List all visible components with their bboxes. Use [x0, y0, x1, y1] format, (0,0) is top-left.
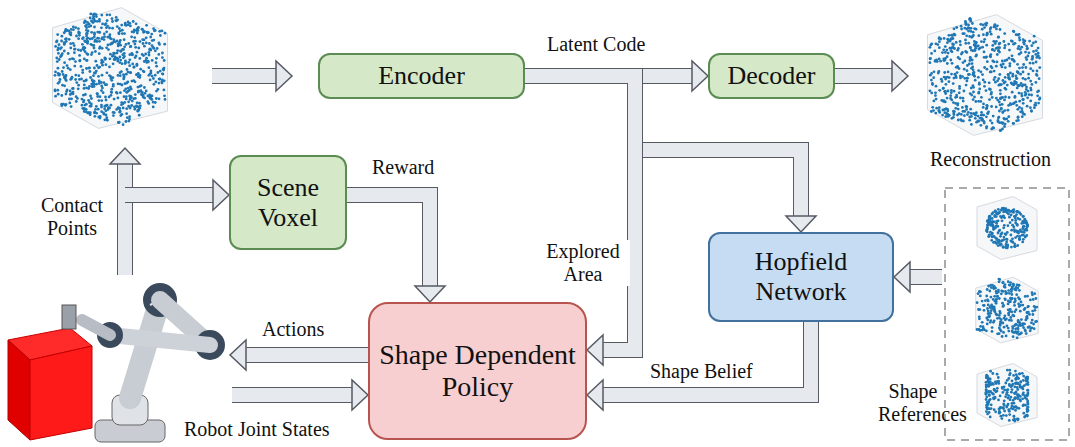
node-text: Hopfield Network	[710, 245, 892, 309]
text-label: Shape References	[878, 380, 948, 426]
block-arrow	[230, 340, 368, 370]
reference-frame	[945, 188, 1069, 440]
block-arrow	[347, 195, 445, 302]
text-label: Explored Area	[536, 240, 630, 286]
encoder-box: Encoder	[318, 53, 525, 99]
text-label: Shape Belief	[648, 360, 755, 383]
block-arrow	[232, 380, 368, 410]
text-label: Latent Code	[545, 33, 647, 56]
node-text: Shape Dependent Policy	[370, 337, 585, 405]
point-cloud	[928, 15, 1043, 136]
block-arrow	[835, 61, 908, 91]
text-label: Robot Joint States	[184, 418, 330, 441]
point-cloud	[976, 277, 1039, 343]
hopfield-box: Hopfield Network	[708, 232, 894, 322]
decoder-box: Decoder	[708, 53, 835, 99]
text-label: Reconstruction	[930, 148, 1051, 171]
block-arrow	[212, 61, 292, 91]
node-text: Decoder	[719, 59, 823, 93]
point-cloud	[53, 8, 168, 129]
node-text: Scene Voxel	[231, 171, 345, 235]
scene-voxel-box: Scene Voxel	[229, 155, 347, 250]
policy-box: Shape Dependent Policy	[368, 302, 587, 440]
point-cloud	[977, 197, 1037, 260]
block-arrow	[894, 262, 942, 292]
node-text: Encoder	[370, 59, 473, 93]
block-arrow	[587, 322, 811, 410]
block-arrow	[525, 76, 816, 232]
text-label: Actions	[262, 318, 324, 341]
block-arrow	[125, 180, 229, 210]
text-label: Contact Points	[30, 194, 114, 240]
block-arrow	[110, 148, 140, 275]
text-label: Reward	[370, 156, 436, 179]
point-cloud	[977, 364, 1037, 427]
